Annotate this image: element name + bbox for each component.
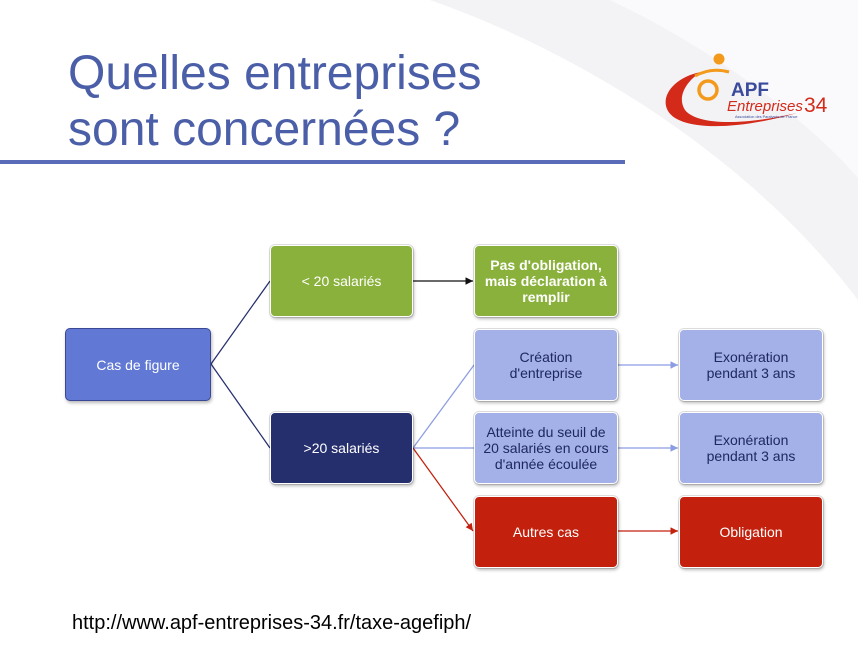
logo-orange-head (713, 53, 725, 65)
node-label: Autres cas (512, 524, 580, 540)
node-autres-cas: Autres cas (474, 496, 618, 568)
node-creation-entreprise: Création d'entreprise (474, 329, 618, 401)
node-atteinte-seuil: Atteinte du seuil de 20 salariés en cour… (474, 412, 618, 484)
logo-orange-ring (697, 79, 719, 101)
logo-orange-arc (694, 68, 730, 78)
logo-name: Entreprises (727, 98, 803, 115)
slide-title: Quelles entreprises sont concernées ? (68, 46, 482, 158)
node-label: >20 salariés (303, 440, 380, 456)
node-label: Pas d'obligation, mais déclaration à rem… (484, 257, 608, 305)
node-obligation: Obligation (679, 496, 823, 568)
title-underline (0, 160, 625, 164)
source-url: http://www.apf-entreprises-34.fr/taxe-ag… (72, 612, 472, 634)
node-label: Exonération pendant 3 ans (706, 349, 796, 381)
node-label: Cas de figure (96, 356, 180, 373)
node-label: Obligation (719, 524, 783, 540)
node-label: Exonération pendant 3 ans (706, 432, 796, 464)
node-label: Atteinte du seuil de 20 salariés en cour… (483, 424, 609, 472)
node-label: < 20 salariés (301, 273, 382, 289)
node-cas-de-figure: Cas de figure (65, 328, 211, 401)
logo-acronym: APF (731, 80, 769, 101)
background-band-highlight (610, 0, 858, 178)
node-plus-20-salaries: >20 salariés (270, 412, 413, 484)
apf-entreprises-logo: APF Entreprises 34 Association des Paral… (665, 53, 828, 127)
node-exoneration-creation: Exonération pendant 3 ans (679, 329, 823, 401)
node-moins-20-salaries: < 20 salariés (270, 245, 413, 317)
node-label: Création d'entreprise (509, 349, 583, 381)
slide-title-line-2: sont concernées ? (68, 103, 461, 156)
slide-title-line-1: Quelles entreprises (68, 47, 482, 100)
logo-tagline: Association des Paralysés de France (735, 115, 797, 119)
logo-number: 34 (804, 94, 828, 117)
node-pas-obligation: Pas d'obligation, mais déclaration à rem… (474, 245, 618, 317)
node-exoneration-seuil: Exonération pendant 3 ans (679, 412, 823, 484)
